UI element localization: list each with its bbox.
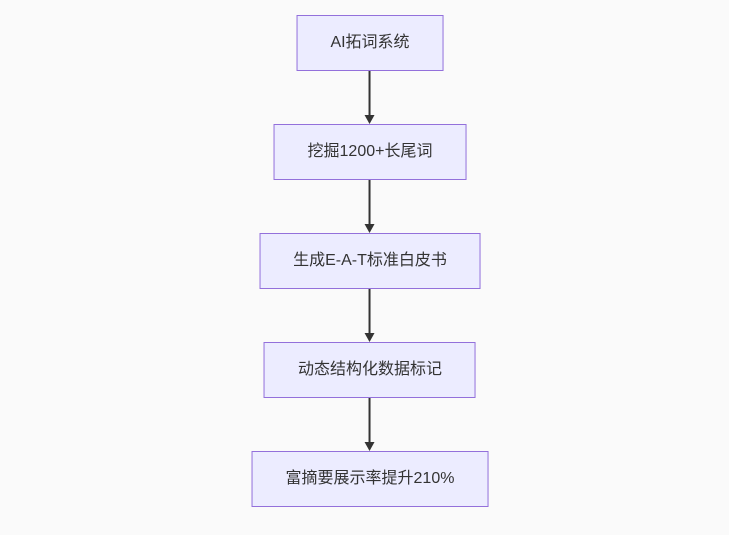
flow-node-label: 富摘要展示率提升210% [285, 470, 455, 487]
arrowhead-down-icon [365, 224, 375, 233]
edge-line [369, 180, 371, 224]
flow-node-label: 生成E-A-T标准白皮书 [293, 252, 447, 269]
flow-edge-3 [365, 289, 375, 342]
flow-node-eat-whitepaper: 生成E-A-T标准白皮书 [259, 233, 481, 289]
flow-node-longtail-mining: 挖掘1200+长尾词 [273, 124, 467, 180]
flow-node-rich-snippet-result: 富摘要展示率提升210% [251, 451, 489, 507]
flow-node-label: 动态结构化数据标记 [297, 361, 442, 378]
flow-node-ai-keyword-system: AI拓词系统 [296, 15, 444, 71]
flow-node-label: AI拓词系统 [330, 34, 410, 51]
edge-line [369, 289, 371, 333]
arrowhead-down-icon [365, 333, 375, 342]
arrowhead-down-icon [365, 442, 375, 451]
flow-node-label: 挖掘1200+长尾词 [307, 143, 433, 160]
flow-edge-1 [365, 71, 375, 124]
flow-edge-4 [365, 398, 375, 451]
edge-line [369, 398, 371, 442]
flowchart: AI拓词系统 挖掘1200+长尾词 生成E-A-T标准白皮书 动态结构化数据标记 [251, 15, 489, 507]
edge-line [369, 71, 371, 115]
flow-edge-2 [365, 180, 375, 233]
flow-node-structured-data-markup: 动态结构化数据标记 [263, 342, 476, 398]
arrowhead-down-icon [365, 115, 375, 124]
